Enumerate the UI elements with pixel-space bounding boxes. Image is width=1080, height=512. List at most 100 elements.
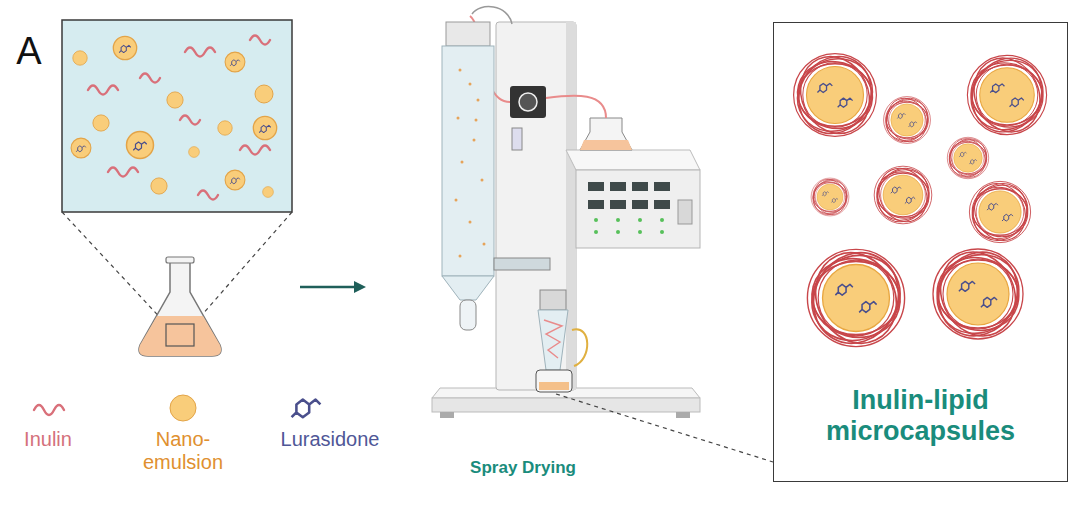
spray-dryer [638, 218, 642, 222]
spray-dryer [654, 182, 670, 191]
spray-dryer [594, 218, 598, 222]
spray-dryer [432, 398, 700, 412]
nanoemulsion-droplet [189, 147, 200, 158]
spray-dryer [566, 22, 576, 390]
spray-dryer [457, 117, 460, 120]
spray-dryer [544, 320, 562, 358]
nanoemulsion-droplet [151, 178, 167, 194]
process-arrow [354, 281, 366, 293]
nanoemulsion-droplet [253, 116, 276, 139]
spray-dryer [572, 329, 587, 366]
spray-dryer [432, 7, 700, 418]
nanoemulsion-droplet [93, 115, 109, 131]
spray-dryer [440, 412, 454, 418]
spray-dryer [610, 200, 626, 209]
spray-dryer [638, 230, 642, 234]
panel-caption: Inulin-lipid microcapsules [801, 385, 1041, 447]
microcapsule [783, 43, 886, 146]
nanoemulsion-droplet [127, 132, 154, 159]
inulin-chain [88, 36, 270, 200]
nanoemulsion-droplet [255, 85, 273, 103]
spray-dryer [475, 119, 478, 122]
flask [139, 257, 221, 356]
spray-dryer [538, 310, 568, 370]
spray-dryer [512, 128, 522, 150]
microcapsule [962, 174, 1038, 250]
flask [139, 316, 221, 356]
spray-dryer [442, 276, 494, 300]
result-panel: Inulin-lipid microcapsules [773, 22, 1068, 482]
nanoemulsion-droplet [263, 187, 274, 198]
inulin-chain [250, 36, 270, 45]
nanoemulsion-droplet [225, 52, 245, 72]
legend-glyph [34, 405, 64, 415]
panel-letter: A [16, 30, 41, 73]
spray-dryer [472, 7, 512, 24]
microcapsule [958, 46, 1057, 145]
spray-dryer [676, 412, 690, 418]
zoom-box [62, 20, 292, 212]
spray-dryer [494, 258, 550, 270]
spray-dryer [539, 382, 569, 390]
nanoemulsion-droplet [71, 36, 277, 197]
spray-dryer [594, 218, 664, 234]
spray-dryer [632, 200, 648, 209]
collector-leader [556, 394, 773, 462]
collector-leader [556, 394, 773, 462]
spray-dryer [446, 22, 490, 46]
inulin-chain [140, 74, 160, 83]
spray-dryer [588, 182, 692, 224]
spray-dryer [594, 230, 598, 234]
process-arrow [300, 286, 356, 289]
spray-dryer [519, 93, 537, 111]
spray-dryer [616, 218, 620, 222]
spray-dryer [483, 243, 486, 246]
spray-dryer [540, 290, 566, 310]
spray-dryer [580, 118, 632, 150]
spray-dryer [469, 83, 472, 86]
spray-dryer [455, 199, 458, 202]
spray-dryer [566, 150, 700, 170]
spray-dryer [610, 182, 626, 191]
spray-dryer [678, 200, 692, 224]
nanoemulsion-droplet [71, 138, 91, 158]
nanoemulsion-droplet [73, 51, 87, 65]
spray-dryer [510, 86, 546, 118]
legend-glyph [34, 395, 320, 421]
spray-dryer [580, 140, 632, 150]
flask [166, 324, 194, 346]
spray-dryer [473, 139, 476, 142]
spray-dryer [455, 69, 486, 258]
spray-dryer [588, 200, 604, 209]
nanoemulsion-droplet [167, 92, 183, 108]
spray-dryer [654, 200, 670, 209]
spray-dryer [469, 221, 472, 224]
spray-dryer [546, 96, 606, 118]
spray-dryer [481, 179, 484, 182]
spray-dryer [536, 370, 572, 392]
spray-dryer [660, 218, 664, 222]
microcapsule [806, 173, 853, 220]
microcapsule [795, 237, 916, 358]
inulin-chain [88, 86, 118, 95]
step-label: Spray Drying [470, 458, 576, 478]
spray-dryer [496, 22, 576, 390]
legend-glyph [170, 395, 196, 421]
zoom-leader [194, 212, 292, 324]
spray-dryer [616, 230, 620, 234]
spray-dryer [576, 170, 700, 248]
nanoemulsion-droplet [225, 170, 245, 190]
legend-text: Nano- emulsion [128, 428, 238, 474]
nanoemulsion-droplet [218, 121, 232, 135]
spray-dryer [459, 255, 462, 258]
legend-text: Lurasidone [281, 428, 380, 451]
spray-dryer [632, 182, 648, 191]
inulin-chain [108, 168, 138, 177]
spray-dryer [477, 99, 480, 102]
microcapsule [942, 132, 994, 184]
flask [166, 257, 194, 263]
microcapsule [783, 43, 1056, 358]
nanoemulsion-droplet [113, 36, 136, 59]
zoom-leader [62, 212, 166, 324]
